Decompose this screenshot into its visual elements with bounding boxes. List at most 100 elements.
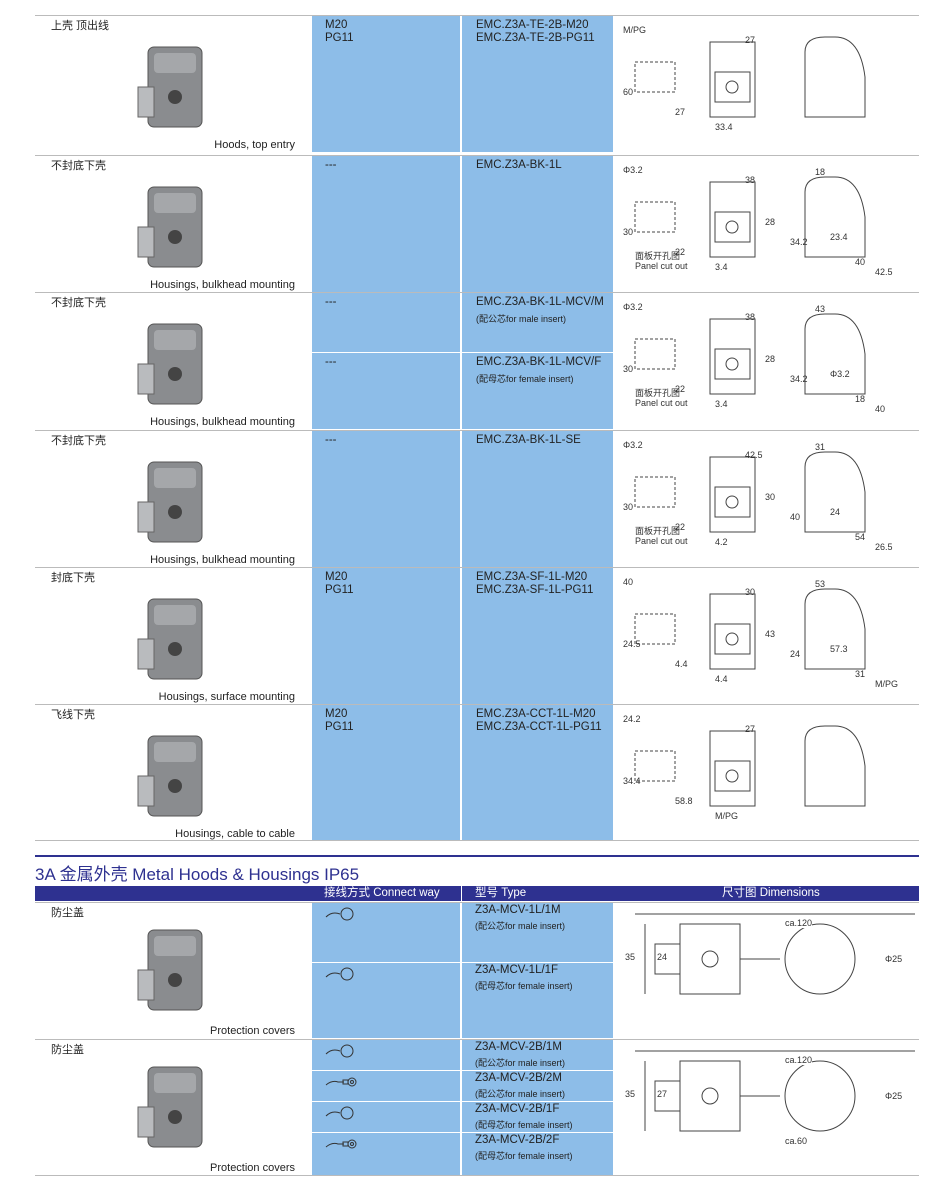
product-name-cn: 封底下壳 [51, 572, 95, 584]
product-name-en: Housings, surface mounting [158, 691, 295, 703]
dimension-label: 31 [855, 669, 866, 679]
dimension-label: 27 [745, 35, 756, 45]
product-name-en: Housings, bulkhead mounting [150, 554, 295, 566]
dimension-label: 4.4 [715, 674, 728, 684]
dimension-label: ca.120 [785, 1055, 813, 1065]
product-image [120, 304, 230, 419]
dimension-label: 35 [625, 952, 636, 962]
dimension-label: 38 [745, 175, 756, 185]
dimension-label: M/PG [875, 679, 899, 689]
type-code: Z3A-MCV-1L/1M [475, 904, 561, 916]
connect-way: M20 [325, 708, 348, 720]
loop-cable-icon [325, 967, 359, 986]
connect-way: --- [325, 434, 337, 446]
dimension-label: 26.5 [875, 542, 893, 552]
dimension-label: 60 [623, 87, 634, 97]
product-image [120, 579, 230, 694]
dimension-label: 30 [745, 587, 756, 597]
dimension-label: 42.5 [875, 267, 893, 277]
dimension-label: 38 [745, 312, 756, 322]
dimension-label: 4.4 [675, 659, 688, 669]
dimension-label: 面板开孔图 [635, 388, 681, 398]
dimension-label: 22 [675, 522, 686, 532]
type-note: (配母芯for female insert) [475, 1120, 573, 1130]
dimension-label: 33.4 [715, 122, 733, 132]
dimension-label: 30 [623, 364, 634, 374]
product-name-cn: 防尘盖 [51, 1044, 84, 1056]
dimension-label: 34.2 [790, 237, 808, 247]
dimension-label: 23.4 [830, 232, 848, 242]
dimension-label: Φ3.2 [623, 165, 643, 175]
product-image [120, 910, 230, 1025]
dimension-label: 28 [765, 354, 776, 364]
header-dimensions: 尺寸图 Dimensions [722, 886, 820, 901]
loop-cable-icon [325, 1106, 359, 1125]
loop-cable-icon [325, 907, 359, 926]
type-code: EMC.Z3A-CCT-1L-PG11 [476, 721, 602, 733]
dimension-label: 24.2 [623, 714, 641, 724]
dimension-label: 40 [875, 404, 886, 414]
type-code: EMC.Z3A-SF-1L-PG11 [476, 584, 594, 596]
dimension-label: 58.8 [675, 796, 693, 806]
dimension-label: 28 [765, 217, 776, 227]
type-code: EMC.Z3A-BK-1L-SE [476, 434, 581, 446]
type-code: EMC.Z3A-BK-1L-MCV/M [476, 296, 604, 308]
product-name-cn: 上壳 顶出线 [51, 20, 110, 32]
dimension-label: M/PG [715, 811, 739, 821]
product-name-en: Protection covers [210, 1162, 295, 1174]
type-code: Z3A-MCV-2B/1F [475, 1103, 560, 1115]
connect-way: PG11 [325, 32, 354, 44]
product-image [120, 716, 230, 831]
dimension-label: 30 [623, 227, 634, 237]
dimension-label: 53 [815, 579, 826, 589]
dimension-label: 22 [675, 384, 686, 394]
dimension-label: 3.4 [715, 262, 728, 272]
dimension-label: 40 [790, 512, 801, 522]
connect-way: PG11 [325, 721, 354, 733]
dimension-label: Φ25 [885, 1091, 903, 1101]
dimension-label: 40 [855, 257, 866, 267]
dimension-label: 30 [765, 492, 776, 502]
dimension-label: 18 [815, 167, 826, 177]
type-code: EMC.Z3A-CCT-1L-M20 [476, 708, 596, 720]
type-code: Z3A-MCV-1L/1F [475, 964, 559, 976]
connect-way: PG11 [325, 584, 354, 596]
dimension-label: 27 [675, 107, 686, 117]
dimension-label: 18 [855, 394, 866, 404]
dimension-label: 24 [657, 952, 668, 962]
section-title: 3A 金属外壳 Metal Hoods & Housings IP65 [35, 865, 360, 884]
dimension-label: 54 [855, 532, 866, 542]
dimension-label: 42.5 [745, 450, 763, 460]
ring-terminal-icon [325, 1137, 359, 1156]
dimension-label: 34.4 [623, 776, 641, 786]
product-image [120, 167, 230, 282]
product-name-cn: 不封底下壳 [51, 160, 106, 172]
dimension-label: 24 [830, 507, 841, 517]
product-name-en: Housings, bulkhead mounting [150, 416, 295, 428]
header-type: 型号 Type [475, 886, 527, 901]
dimension-label: 3.4 [715, 399, 728, 409]
type-note: (配公芯for male insert) [476, 314, 567, 324]
dimension-label: Φ3.2 [623, 440, 643, 450]
type-note: (配母芯for female insert) [475, 1151, 573, 1161]
dimension-label: Panel cut out [635, 536, 688, 546]
product-name-en: Protection covers [210, 1025, 295, 1037]
product-name-en: Hoods, top entry [214, 139, 295, 151]
dimension-label: 24 [790, 649, 801, 659]
dimension-label: 4.2 [715, 537, 728, 547]
dimension-label: 34.2 [790, 374, 808, 384]
connect-way: --- [325, 159, 337, 171]
type-note: (配母芯for female insert) [476, 374, 574, 384]
connect-way: --- [325, 356, 337, 368]
dimension-label: 30 [623, 502, 634, 512]
dimension-label: Φ3.2 [623, 302, 643, 312]
